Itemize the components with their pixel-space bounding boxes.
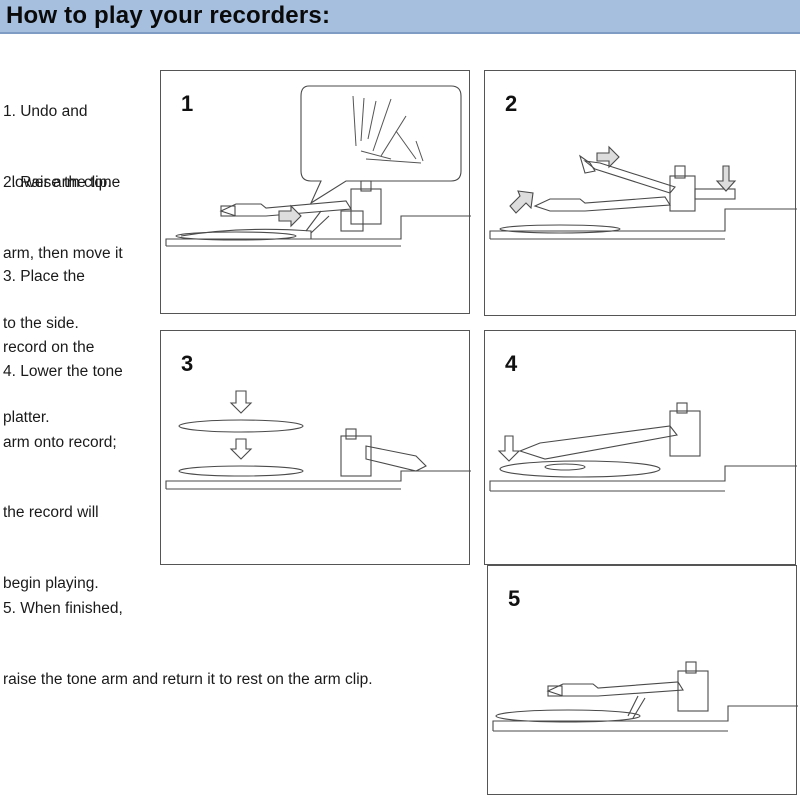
panel-3-number: 3 xyxy=(181,351,194,376)
step-4-line-3: the record will xyxy=(3,504,99,521)
turntable-illustration-4 xyxy=(489,402,797,492)
step-2-line-1: 2. Raise the tone xyxy=(3,174,121,191)
step-2-text: 2. Raise the tone arm, then move it to t… xyxy=(3,124,123,359)
step-5-line-2: raise the tone arm and return it to rest… xyxy=(3,670,373,688)
step-4-line-4: begin playing. xyxy=(3,574,99,592)
diagram-panel-4: 4 xyxy=(484,330,797,565)
step-1-text: 1. Undo and lower arm clip. xyxy=(3,53,112,218)
step-4-text: 4. Lower the tone arm onto record; the r… xyxy=(3,313,123,619)
panel-5-number: 5 xyxy=(508,586,521,611)
diagram-panel-3: 3 xyxy=(160,330,471,565)
step-1-line-2: lower arm clip. xyxy=(3,173,112,191)
title-bar: How to play your recorders: xyxy=(0,0,800,34)
diagram-panel-5: 5 xyxy=(487,565,798,795)
turntable-illustration-5 xyxy=(492,661,798,732)
diagram-panel-2: 2 xyxy=(484,70,797,316)
panel-4-number: 4 xyxy=(505,351,518,376)
turntable-illustration-2 xyxy=(489,145,797,240)
step-2-line-2: arm, then move it xyxy=(3,244,123,262)
step-3-text: 3. Place the record on the platter. xyxy=(3,218,94,453)
panel-2-number: 2 xyxy=(505,91,518,116)
step-2-line-3: to the side. xyxy=(3,315,79,332)
turntable-illustration-3 xyxy=(165,390,471,490)
step-1-line-1: 1. Undo and xyxy=(3,103,88,120)
turntable-illustration-1 xyxy=(165,85,471,247)
step-5-line-1: 5. When finished, xyxy=(3,600,123,617)
step-4-line-1: 4. Lower the tone xyxy=(3,363,123,380)
step-5-text: 5. When finished, raise the tone arm and… xyxy=(3,550,373,715)
step-3-line-1: 3. Place the xyxy=(3,268,85,285)
step-4-line-2: arm onto record; xyxy=(3,433,117,451)
step-3-line-2: record on the xyxy=(3,338,95,356)
panel-1-number: 1 xyxy=(181,91,194,116)
page-title: How to play your recorders: xyxy=(6,2,331,29)
step-3-line-3: platter. xyxy=(3,409,50,426)
diagram-panel-1: 1 xyxy=(160,70,471,314)
